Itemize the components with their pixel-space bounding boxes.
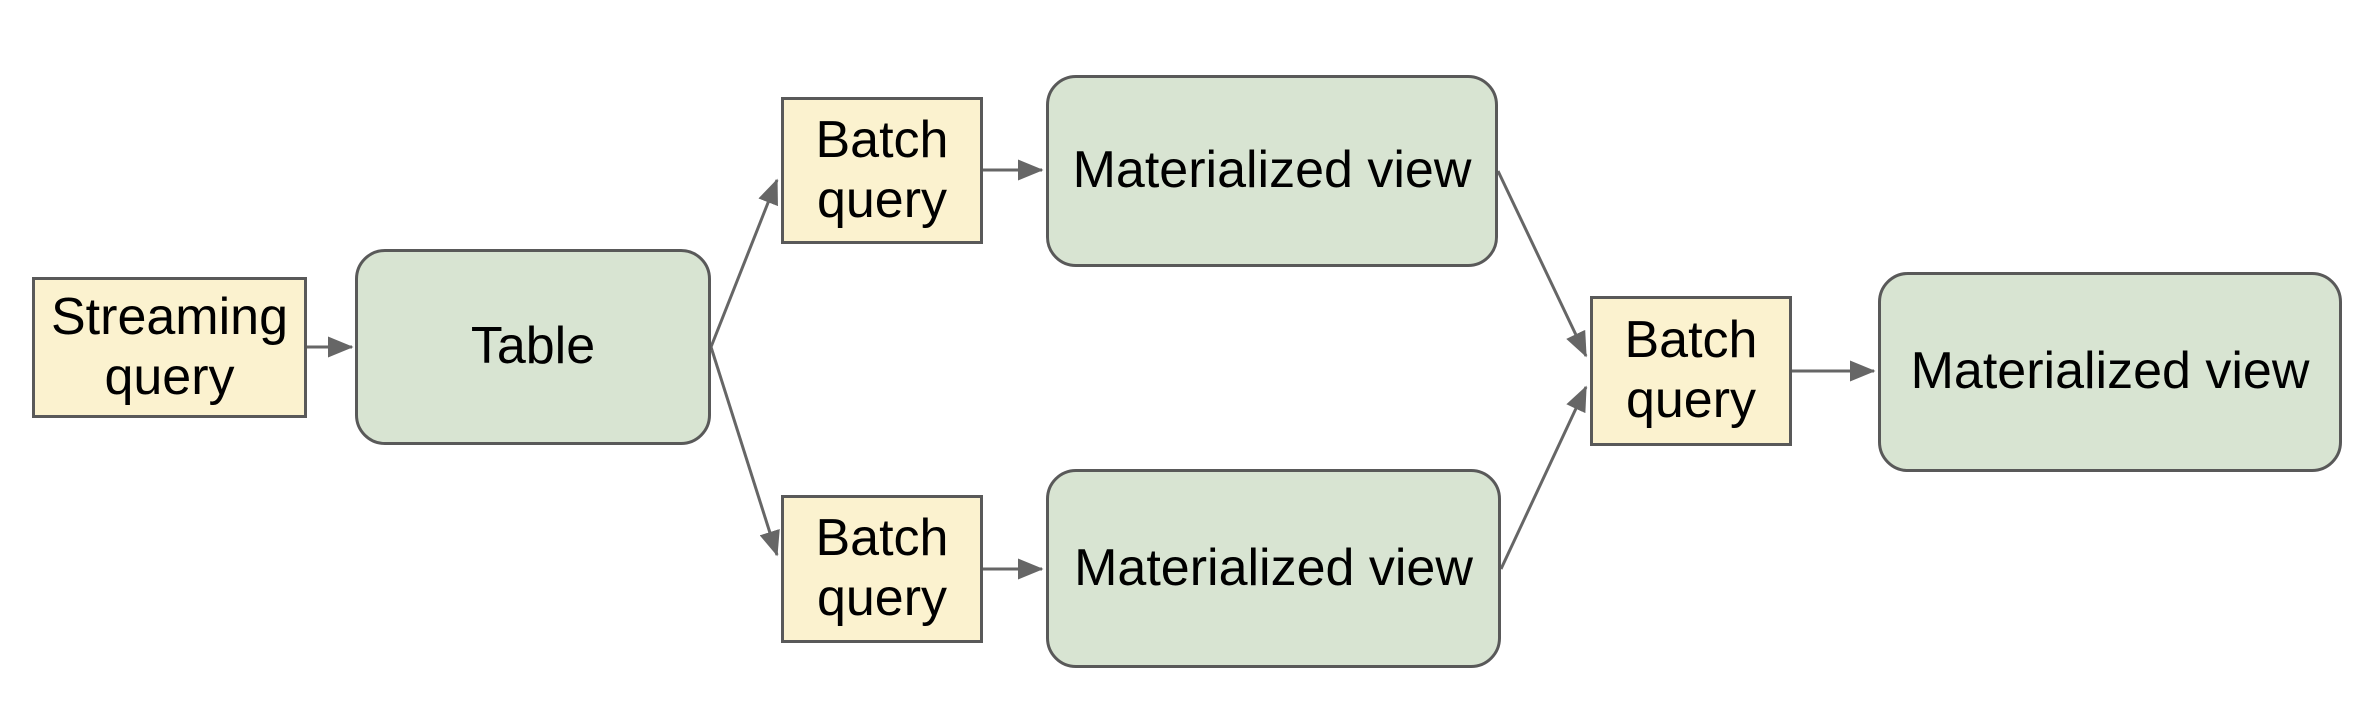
node-batch-query-final-label: Batch query bbox=[1624, 311, 1758, 429]
node-table-label: Table bbox=[470, 317, 596, 376]
node-materialized-view-bottom-label: Materialized view bbox=[1074, 538, 1473, 597]
edge-table-to-batch-top bbox=[709, 178, 779, 348]
node-materialized-view-top-label: Materialized view bbox=[1072, 141, 1472, 200]
node-batch-query-final: Batch query bbox=[1590, 296, 1792, 446]
node-batch-query-bottom: Batch query bbox=[781, 495, 983, 643]
node-batch-query-bottom-label: Batch query bbox=[815, 509, 949, 627]
node-table: Table bbox=[355, 249, 711, 445]
node-materialized-view-bottom: Materialized view bbox=[1046, 469, 1501, 668]
node-batch-query-top-label: Batch query bbox=[815, 110, 949, 229]
node-streaming-query-label: Streaming query bbox=[51, 287, 288, 406]
edge-mv-top-to-batch-final bbox=[1496, 170, 1588, 358]
node-materialized-view-final: Materialized view bbox=[1878, 272, 2342, 472]
edge-mv-bottom-to-batch-final bbox=[1499, 385, 1588, 570]
edge-table-to-batch-bottom bbox=[709, 346, 780, 557]
node-batch-query-top: Batch query bbox=[781, 97, 983, 244]
node-materialized-view-top: Materialized view bbox=[1046, 75, 1498, 267]
node-streaming-query: Streaming query bbox=[32, 277, 307, 418]
node-materialized-view-final-label: Materialized view bbox=[1910, 342, 2310, 401]
